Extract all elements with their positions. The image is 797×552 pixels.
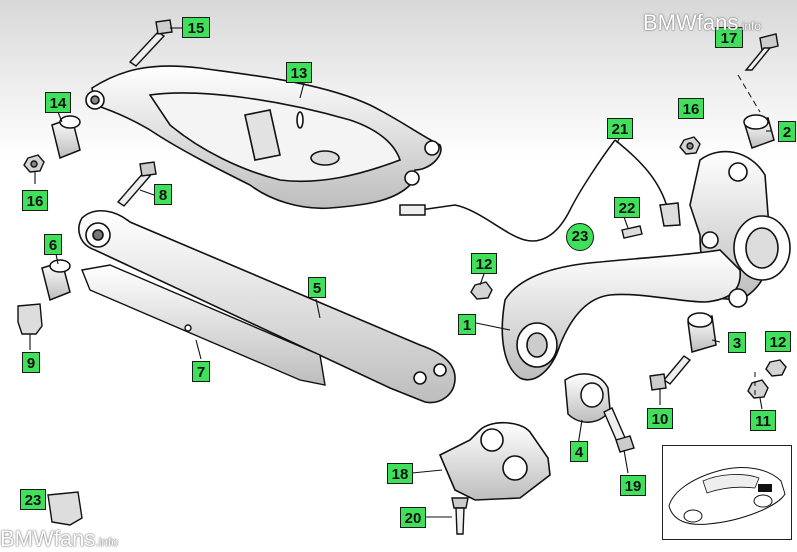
bolt-20	[451, 497, 469, 535]
bolt-17-leader	[737, 74, 761, 113]
differential-mount-18	[438, 421, 551, 501]
sensor-cable-21	[399, 139, 681, 242]
bolt-19	[603, 407, 635, 453]
screw-22	[621, 225, 643, 239]
vehicle-location-inset	[662, 445, 792, 540]
watermark-top-right: BMWfans.info	[643, 10, 761, 36]
bushing-3	[687, 312, 717, 353]
bushing-4	[564, 373, 611, 423]
upper-control-arm	[85, 65, 442, 210]
callout-17[interactable]: 17	[715, 27, 743, 48]
callout-20[interactable]: 20	[400, 507, 426, 528]
callout-13[interactable]: 13	[286, 62, 312, 83]
callout-7[interactable]: 7	[192, 361, 210, 382]
bushing-2	[743, 114, 775, 149]
callout-23-circle[interactable]: 23	[566, 223, 594, 251]
watermark-bottom-left: BMWfans.info	[0, 526, 118, 552]
bracket-23	[47, 491, 83, 526]
bolt-15	[128, 19, 173, 67]
car-outline-icon	[668, 467, 786, 525]
nut-12-right	[765, 359, 787, 377]
bolt-8	[116, 161, 157, 207]
callout-2[interactable]: 2	[778, 121, 796, 142]
callout-3[interactable]: 3	[728, 332, 746, 353]
callout-22[interactable]: 22	[614, 197, 640, 218]
callout-9[interactable]: 9	[22, 352, 40, 373]
watermark-top-right-text: BMWfans	[643, 10, 739, 35]
nut-16-right	[679, 136, 701, 155]
callout-15[interactable]: 15	[182, 17, 210, 38]
nut-11	[747, 379, 769, 399]
bushing-14	[51, 115, 81, 160]
bushing-6	[41, 259, 71, 302]
leader-lines	[29, 27, 772, 518]
callout-11[interactable]: 11	[750, 410, 776, 431]
lower-control-arm-1	[501, 249, 748, 381]
callout-18[interactable]: 18	[387, 463, 413, 484]
bolt-17	[744, 33, 779, 71]
callout-1[interactable]: 1	[458, 314, 476, 335]
callout-8[interactable]: 8	[154, 184, 172, 205]
lower-link-5	[78, 210, 456, 404]
callout-14[interactable]: 14	[45, 92, 71, 113]
callout-12-right[interactable]: 12	[765, 331, 791, 352]
callout-21[interactable]: 21	[607, 118, 633, 139]
callout-16-left[interactable]: 16	[22, 190, 48, 211]
bushing-9	[17, 303, 43, 335]
callout-10[interactable]: 10	[647, 408, 673, 429]
callout-19[interactable]: 19	[620, 475, 646, 496]
cover-plate-7	[81, 264, 326, 386]
watermark-bottom-left-suffix: .info	[95, 535, 119, 549]
nut-12-left	[470, 281, 493, 300]
callout-4[interactable]: 4	[570, 441, 588, 462]
callout-23-box[interactable]: 23	[20, 489, 46, 510]
callout-6[interactable]: 6	[44, 234, 62, 255]
watermark-top-right-suffix: .info	[738, 19, 762, 33]
watermark-bottom-left-text: BMWfans	[0, 526, 96, 551]
callout-16-right[interactable]: 16	[678, 98, 704, 119]
callout-12-left[interactable]: 12	[471, 253, 497, 274]
bolt-10	[649, 355, 692, 391]
nut-16-left	[23, 154, 45, 173]
callout-5[interactable]: 5	[308, 277, 326, 298]
